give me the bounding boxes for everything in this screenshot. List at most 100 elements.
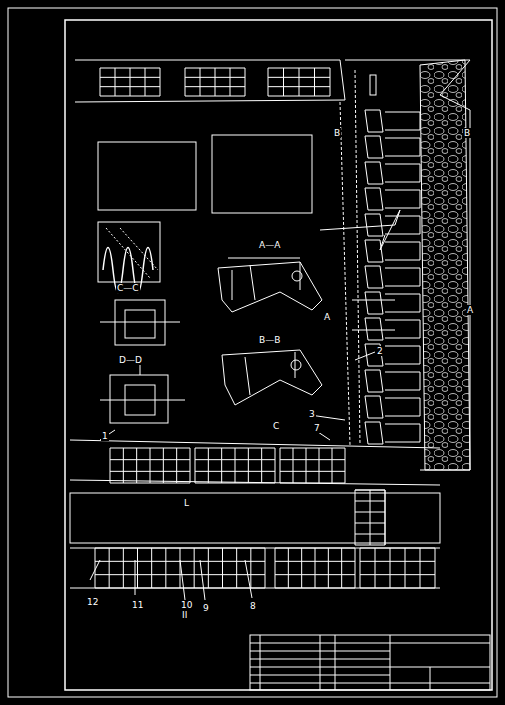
- support-stroke: [280, 471, 345, 472]
- support-stroke: [319, 448, 320, 483]
- support-stroke: [360, 588, 435, 589]
- section-mark: A: [466, 305, 474, 315]
- support-stroke: [248, 448, 249, 483]
- support-stroke: [328, 548, 329, 588]
- support-stroke: [301, 548, 302, 588]
- section-mark: A: [323, 312, 331, 322]
- support-stroke: [185, 96, 245, 97]
- support-stroke: [420, 548, 421, 588]
- callout-number: 12: [86, 597, 99, 607]
- support-stroke: [110, 459, 190, 460]
- support-stroke: [123, 548, 124, 588]
- support-stroke: [115, 68, 116, 96]
- section-title: A—A: [258, 240, 281, 250]
- support-stroke: [390, 548, 391, 588]
- dimension-mark: L: [183, 498, 190, 508]
- support-stroke: [185, 77, 245, 78]
- support-stroke: [332, 448, 333, 483]
- support-stroke: [268, 96, 330, 97]
- support-stroke: [123, 448, 124, 483]
- hydraulic-support: [365, 266, 420, 288]
- support-stroke: [208, 448, 209, 483]
- support-stroke: [215, 68, 216, 96]
- support-stroke: [268, 68, 330, 69]
- support-stroke: [195, 448, 196, 483]
- support-stroke: [355, 545, 385, 546]
- support-stroke: [315, 548, 316, 588]
- support-stroke: [293, 448, 294, 483]
- hydraulic-support: [365, 188, 420, 210]
- support-stroke: [95, 548, 96, 588]
- support-stroke: [355, 501, 385, 502]
- support-stroke: [195, 483, 275, 484]
- support-stroke: [200, 68, 201, 96]
- support-stroke: [355, 523, 385, 524]
- hydraulic-support: [365, 214, 420, 236]
- callout-number: 10: [180, 600, 193, 610]
- hydraulic-support: [365, 396, 420, 418]
- support-stroke: [185, 68, 245, 69]
- support-stroke: [235, 448, 236, 483]
- support-stroke: [110, 483, 190, 484]
- hydraulic-support: [365, 110, 420, 132]
- support-stroke: [236, 548, 237, 588]
- support-stroke: [265, 548, 266, 588]
- support-stroke: [109, 548, 110, 588]
- support-stroke: [268, 77, 330, 78]
- hydraulic-support: [365, 344, 420, 366]
- support-stroke: [100, 68, 160, 69]
- support-stroke: [370, 490, 371, 545]
- callout-number: 7: [313, 423, 321, 433]
- support-stroke: [405, 548, 406, 588]
- support-stroke: [360, 548, 361, 588]
- support-stroke: [145, 68, 146, 96]
- support-stroke: [100, 86, 160, 87]
- support-stroke: [163, 448, 164, 483]
- support-stroke: [190, 448, 191, 483]
- support-stroke: [283, 68, 284, 96]
- callout-number: 1: [101, 431, 109, 441]
- support-stroke: [130, 68, 131, 96]
- section-mark: B: [333, 128, 341, 138]
- hydraulic-support: [365, 318, 420, 340]
- support-stroke: [195, 471, 275, 472]
- hydraulic-support: [365, 240, 420, 262]
- support-stroke: [275, 548, 276, 588]
- support-stroke: [137, 548, 138, 588]
- support-stroke: [100, 68, 101, 96]
- support-stroke: [110, 448, 190, 449]
- support-stroke: [95, 548, 265, 549]
- support-stroke: [230, 68, 231, 96]
- support-stroke: [185, 86, 245, 87]
- support-stroke: [165, 548, 166, 588]
- support-stroke: [360, 574, 435, 575]
- support-stroke: [355, 490, 356, 545]
- support-stroke: [268, 86, 330, 87]
- support-stroke: [275, 548, 355, 549]
- support-stroke: [245, 68, 246, 96]
- section-mark: C: [272, 421, 280, 431]
- hydraulic-support: [365, 292, 420, 314]
- section-mark: B: [463, 128, 471, 138]
- hydraulic-support: [365, 136, 420, 158]
- support-stroke: [355, 512, 385, 513]
- support-stroke: [208, 548, 209, 588]
- support-stroke: [194, 548, 195, 588]
- support-stroke: [355, 534, 385, 535]
- hydraulic-support: [365, 422, 420, 444]
- support-stroke: [150, 448, 151, 483]
- support-stroke: [268, 68, 269, 96]
- hydraulic-support: [365, 162, 420, 184]
- section-title: C—C: [116, 283, 140, 293]
- support-stroke: [195, 459, 275, 460]
- support-stroke: [275, 561, 355, 562]
- support-stroke: [176, 448, 177, 483]
- support-stroke: [306, 448, 307, 483]
- support-stroke: [110, 471, 190, 472]
- support-stroke: [280, 483, 345, 484]
- support-stroke: [95, 588, 265, 589]
- support-stroke: [250, 548, 251, 588]
- support-stroke: [280, 459, 345, 460]
- callout-number: 2: [376, 346, 384, 356]
